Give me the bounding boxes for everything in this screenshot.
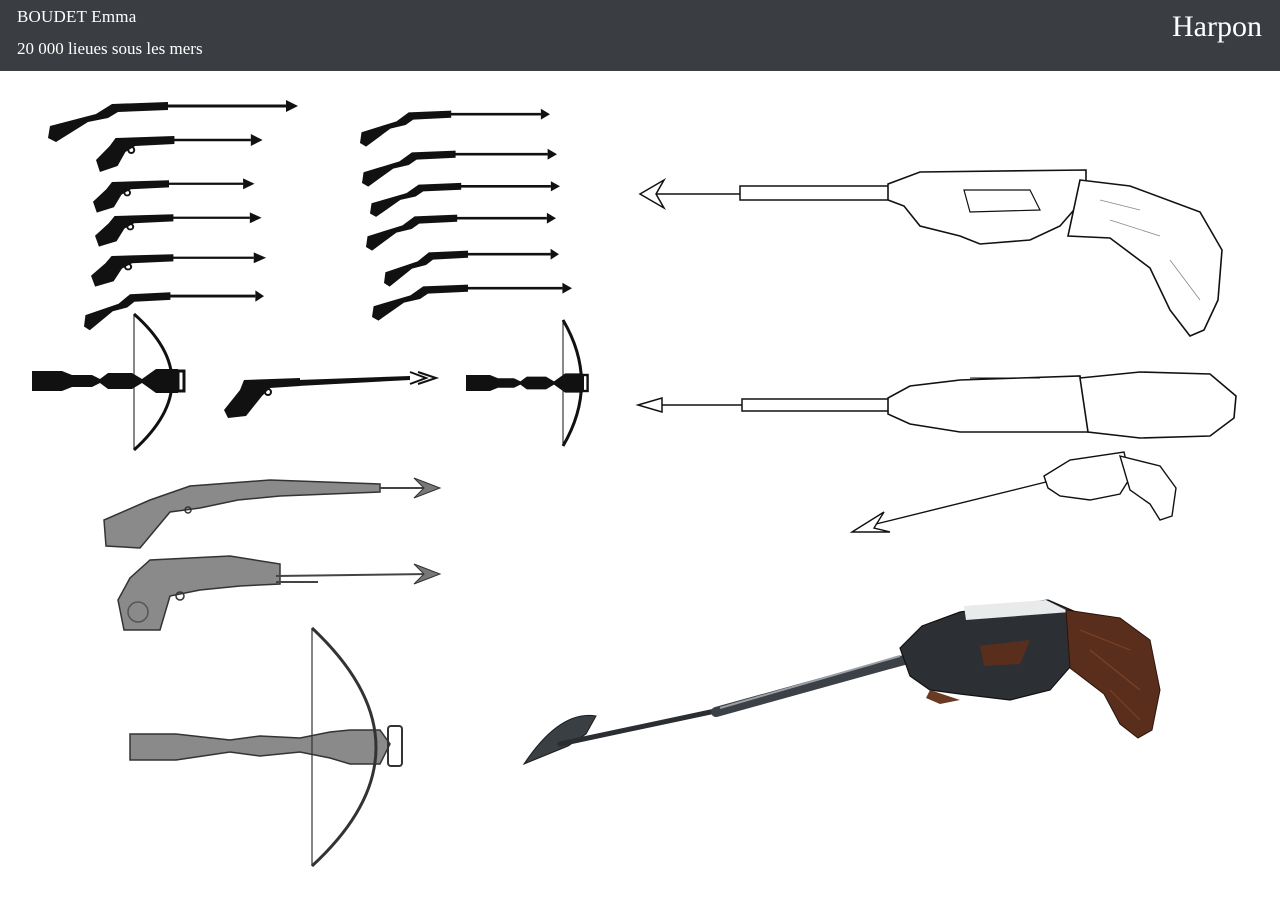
silhouette-pistol-2 <box>91 177 256 214</box>
concept-art-canvas <box>30 98 1237 868</box>
silhouette-rifle-8 <box>370 281 574 322</box>
silhouette-rifle-1 <box>46 98 300 144</box>
rendered-harpoon <box>522 599 1161 766</box>
concept-board <box>0 71 1280 905</box>
silhouette-pistol-1 <box>94 132 264 174</box>
silhouette-rifle-6 <box>364 211 558 252</box>
silhouette-speargun <box>224 371 440 418</box>
grey-pistol-model <box>117 555 442 631</box>
silhouette-rifle-2 <box>82 288 266 332</box>
silhouette-rifle-3 <box>358 107 552 148</box>
grey-rifle-model <box>103 477 442 549</box>
silhouette-rifle-5 <box>368 179 562 219</box>
silhouette-crossbow-1 <box>30 312 186 452</box>
silhouette-rifle-4 <box>360 147 559 188</box>
silhouette-pistol-4 <box>89 251 268 288</box>
lineart-harpoon-small <box>849 451 1177 533</box>
grey-crossbow-model <box>129 626 403 868</box>
silhouette-pistol-3 <box>93 211 263 248</box>
page-title: Harpon <box>1172 10 1262 43</box>
lineart-harpoon-large <box>638 169 1223 337</box>
lineart-harpoon-side <box>635 371 1237 439</box>
header-bar: BOUDET Emma 20 000 lieues sous les mers … <box>0 0 1280 71</box>
author-name: BOUDET Emma <box>17 7 137 26</box>
silhouette-rifle-7 <box>382 247 561 288</box>
silhouette-crossbow-2 <box>464 319 589 447</box>
project-subtitle: 20 000 lieues sous les mers <box>17 39 203 58</box>
